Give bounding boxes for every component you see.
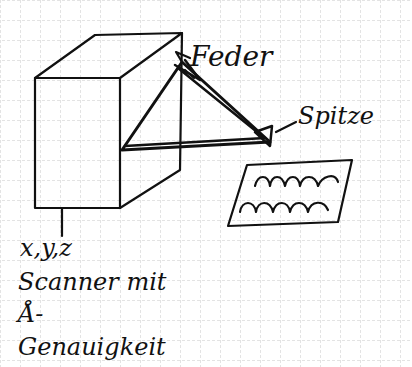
spring-label: Feder: [190, 38, 272, 76]
spring-mount: [176, 52, 190, 62]
scanner-note: Scanner mit Å-Genauigkeit: [18, 266, 190, 363]
probe-tip: [255, 126, 272, 146]
scanner-top: [35, 33, 182, 78]
axes-label: x,y,z: [20, 232, 72, 264]
tip-label: Spitze: [298, 100, 374, 132]
atom-row: [255, 176, 338, 186]
leader-line: [61, 208, 63, 236]
sample-surface: [228, 160, 352, 226]
scanner-front: [35, 78, 120, 208]
scanner-side: [120, 33, 182, 208]
atom-row: [240, 203, 328, 212]
leader-line: [276, 122, 296, 132]
